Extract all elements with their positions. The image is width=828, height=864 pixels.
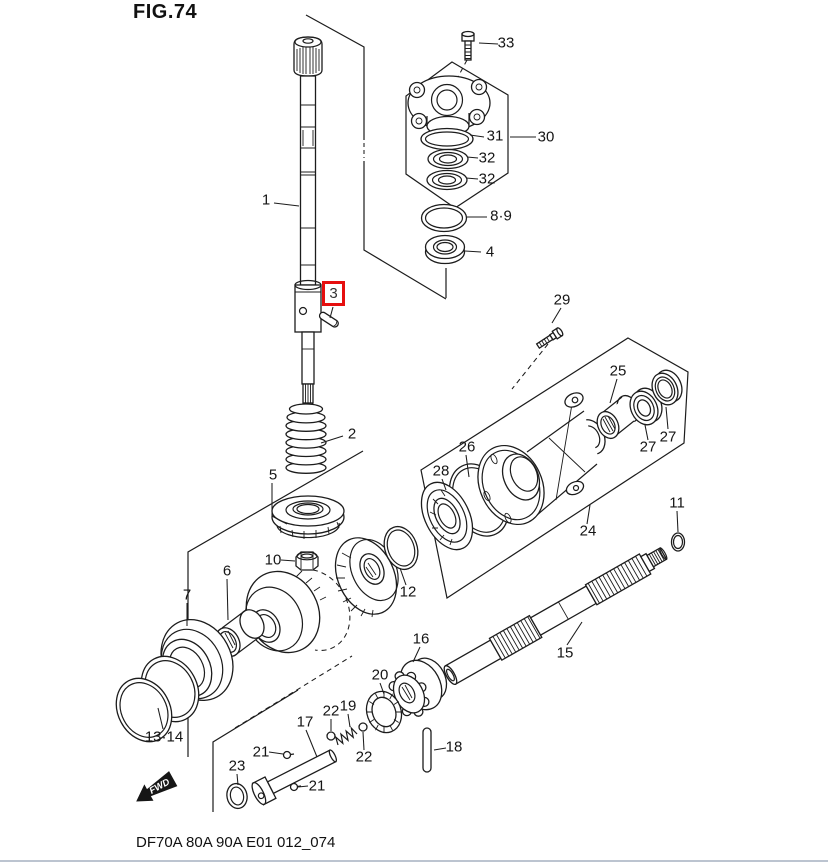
part-29-bolt-drawing [535, 327, 564, 349]
part-4-bearing-drawing [424, 234, 466, 265]
part-label-21[interactable]: 21 [252, 743, 270, 761]
leader-lines [157, 42, 679, 788]
part-label-22[interactable]: 22 [355, 748, 373, 766]
part-label-21[interactable]: 21 [308, 777, 326, 795]
part-32-bearing-upper-drawing [427, 148, 469, 170]
part-label-30[interactable]: 30 [537, 128, 555, 146]
part-label-28[interactable]: 28 [432, 462, 450, 480]
part-21-screw-lower-drawing [289, 782, 302, 792]
part-label-27[interactable]: 27 [659, 428, 677, 446]
part-12-oring-drawing [383, 525, 419, 571]
part-label-4[interactable]: 4 [485, 243, 495, 261]
fwd-arrow: FWD [136, 771, 178, 802]
part-label-17[interactable]: 17 [296, 713, 314, 731]
part-18-pin-drawing [422, 727, 432, 773]
part-23-ring-drawing [226, 782, 248, 810]
part-label-26[interactable]: 26 [458, 438, 476, 456]
part-11-oring-drawing [670, 532, 686, 552]
selected-part-highlight[interactable]: 3 [322, 281, 345, 306]
part-label-12[interactable]: 12 [399, 583, 417, 601]
part-label-16[interactable]: 16 [412, 630, 430, 648]
part-27-seal-drawing [651, 369, 683, 406]
bottom-divider [0, 860, 828, 862]
part-label-2[interactable]: 2 [347, 425, 357, 443]
part-label-32[interactable]: 32 [478, 170, 496, 188]
figure-caption: DF70A 80A 90A E01 012_074 [136, 834, 336, 851]
part-label-20[interactable]: 20 [371, 666, 389, 684]
part-label-8·9[interactable]: 8·9 [490, 207, 512, 225]
part-15-propshaft-drawing [443, 547, 668, 686]
part-label-11[interactable]: 11 [669, 494, 685, 512]
part-1-driveshaft-drawing [293, 36, 323, 408]
part-28-bearing-drawing [420, 481, 474, 551]
part-label-18[interactable]: 18 [445, 738, 463, 756]
figure-title: FIG.74 [133, 1, 198, 23]
part-label-5[interactable]: 5 [268, 466, 278, 484]
part-32-bearing-lower-drawing [426, 169, 468, 191]
part-label-10[interactable]: 10 [264, 551, 282, 569]
part-21-screw-upper-drawing [282, 750, 295, 760]
part-30-housing-drawing [407, 75, 491, 137]
part-31-gasket-drawing [420, 127, 474, 151]
part-label-23[interactable]: 23 [228, 757, 246, 775]
gear-bevel-drawing [334, 537, 399, 618]
part-label-15[interactable]: 15 [556, 644, 574, 662]
part-19-spring-drawing [334, 726, 358, 746]
part-16-clutch-dog-drawing [388, 657, 448, 717]
part-label-33[interactable]: 33 [497, 34, 515, 52]
part-label-13·14[interactable]: 13·14 [144, 728, 184, 746]
part-17-push-rod-drawing [251, 749, 338, 806]
part-20-spring-ring-drawing [365, 690, 403, 734]
part-8-9-ring-drawing [420, 203, 468, 233]
part-label-1[interactable]: 1 [261, 191, 271, 209]
part-24-carrier-drawing [477, 392, 606, 526]
part-22-ball-upper-drawing [358, 722, 368, 732]
part-22-ball-lower-drawing [326, 731, 336, 741]
part-label-31[interactable]: 31 [486, 127, 504, 145]
part-10-nut-drawing [295, 551, 319, 571]
part-label-27[interactable]: 27 [639, 438, 657, 456]
part-label-24[interactable]: 24 [579, 522, 597, 540]
part-label-29[interactable]: 29 [553, 291, 571, 309]
part-5-pinion-gear-drawing [271, 495, 345, 539]
part-label-32[interactable]: 32 [478, 149, 496, 167]
part-13-14-seals-drawing [115, 655, 200, 743]
part-label-25[interactable]: 25 [609, 362, 627, 380]
part-2-spring-drawing [285, 403, 327, 474]
part-label-22[interactable]: 22 [322, 702, 340, 720]
part-label-6[interactable]: 6 [222, 562, 232, 580]
selected-part-number: 3 [329, 285, 338, 302]
part-label-7[interactable]: 7 [182, 586, 192, 604]
part-label-19[interactable]: 19 [339, 697, 357, 715]
part-33-bolt-drawing [461, 30, 475, 61]
